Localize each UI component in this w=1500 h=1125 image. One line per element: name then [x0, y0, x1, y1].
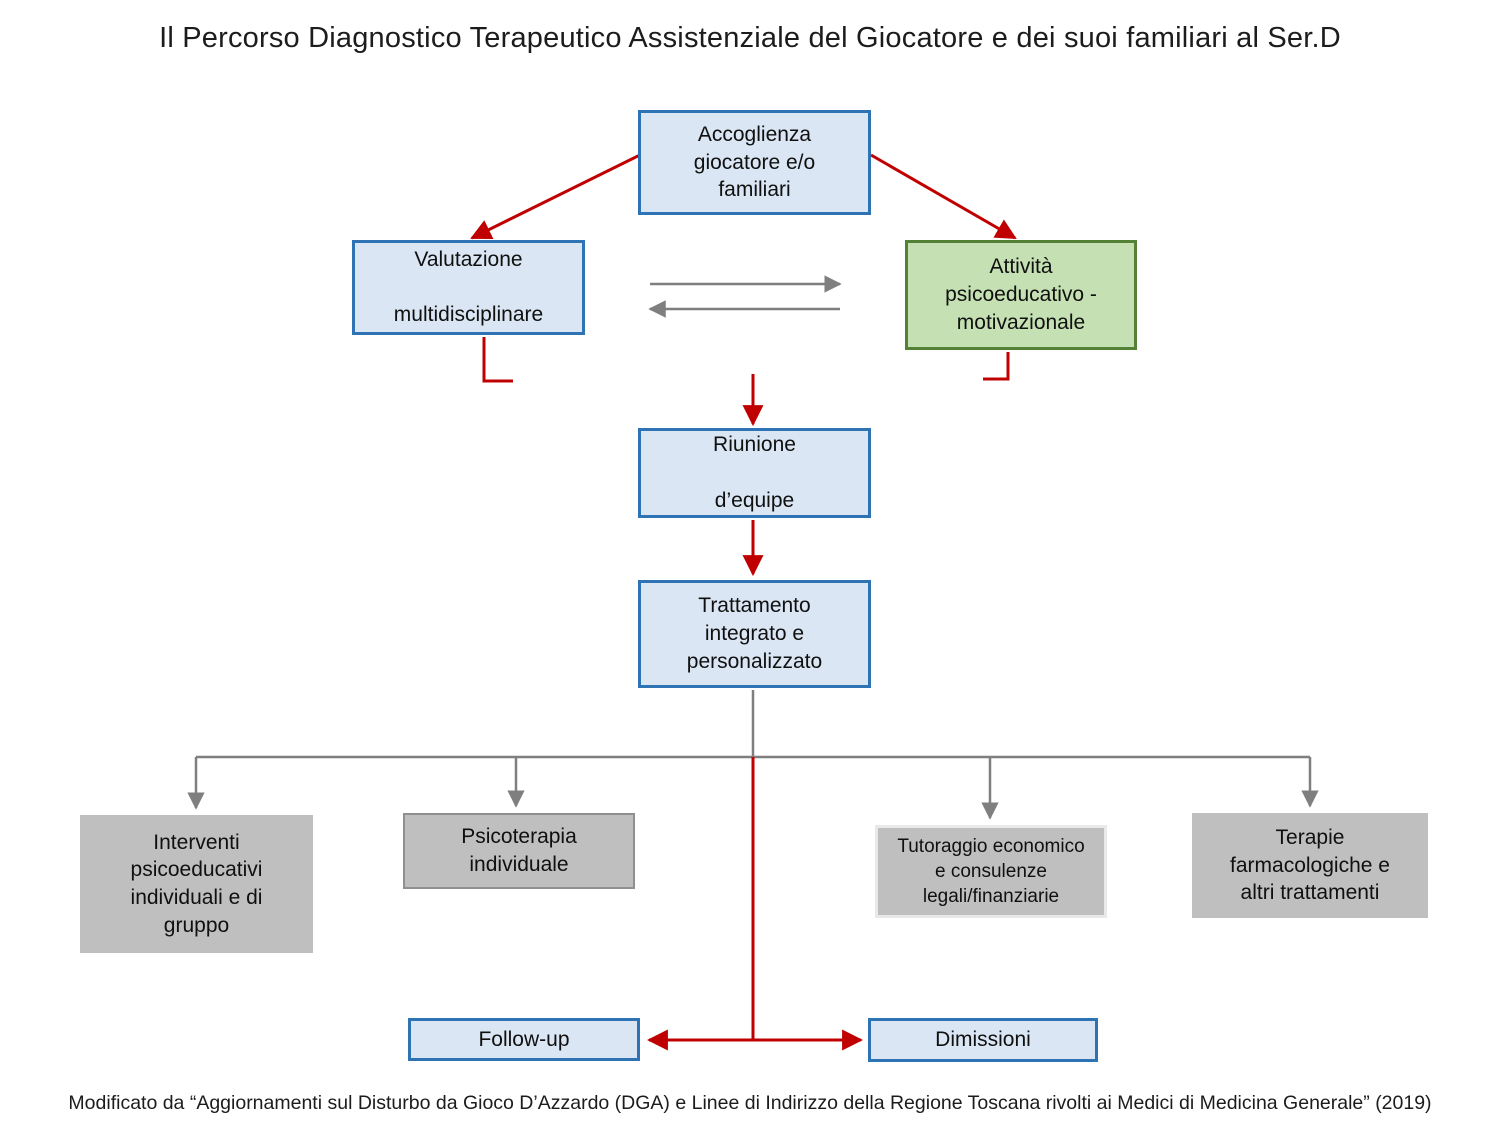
- node-trattamento-label: Trattamento integrato e personalizzato: [686, 594, 823, 673]
- arrow-accoglienza-to-attivita: [870, 153, 1017, 240]
- node-riunione-label: Riunione d’equipe: [713, 433, 796, 512]
- arrow-accoglienza-to-valutazione: [470, 153, 641, 240]
- node-interventi-label: Interventi psicoeducativi individuali e …: [130, 830, 263, 937]
- node-psicoterapia: Psicoterapia individuale: [403, 813, 635, 889]
- node-tutoraggio-label: Tutoraggio economico e consulenze legali…: [897, 835, 1085, 908]
- node-followup-label: Follow-up: [478, 1027, 570, 1051]
- node-accoglienza-label: Accoglienza giocatore e/o familiari: [693, 122, 816, 202]
- node-followup: Follow-up: [408, 1018, 640, 1061]
- node-attivita: Attività psicoeducativo - motivazionale: [905, 240, 1137, 350]
- node-riunione: Riunione d’equipe: [638, 428, 871, 518]
- node-dimissioni-label: Dimissioni: [935, 1028, 1031, 1052]
- node-trattamento: Trattamento integrato e personalizzato: [638, 580, 871, 688]
- source-citation: Modificato da “Aggiornamenti sul Disturb…: [68, 1092, 1432, 1114]
- node-dimissioni: Dimissioni: [868, 1018, 1098, 1062]
- node-accoglienza: Accoglienza giocatore e/o familiari: [638, 110, 871, 215]
- node-terapie: Terapie farmacologiche e altri trattamen…: [1192, 813, 1428, 918]
- node-interventi: Interventi psicoeducativi individuali e …: [80, 815, 313, 953]
- node-valutazione-label: Valutazione multidisciplinare: [393, 247, 544, 327]
- page-title: Il Percorso Diagnostico Terapeutico Assi…: [159, 22, 1341, 54]
- elbow-attivita: [983, 352, 1010, 381]
- node-valutazione: Valutazione multidisciplinare: [352, 240, 585, 335]
- node-tutoraggio: Tutoraggio economico e consulenze legali…: [875, 825, 1107, 918]
- node-psicoterapia-label: Psicoterapia individuale: [461, 825, 577, 876]
- node-attivita-label: Attività psicoeducativo - motivazionale: [945, 255, 1097, 334]
- elbow-valutazione: [482, 337, 513, 383]
- node-terapie-label: Terapie farmacologiche e altri trattamen…: [1230, 825, 1390, 905]
